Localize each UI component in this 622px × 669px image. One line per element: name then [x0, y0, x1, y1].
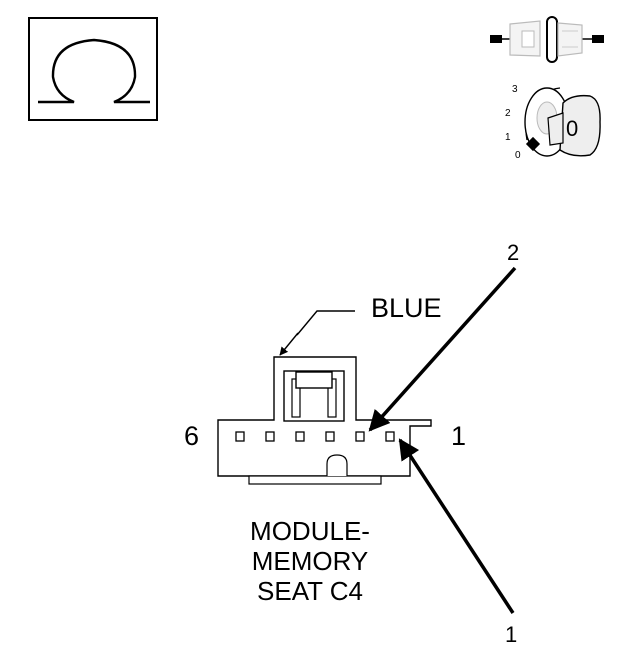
probe-arrow-lower: [398, 438, 515, 614]
probe-arrow-upper: [368, 266, 517, 432]
pin-cavity-6: [235, 431, 245, 442]
pin-cavities: [235, 431, 395, 442]
ignition-key-label: 0: [566, 116, 579, 141]
ohm-meter-icon: [28, 17, 158, 121]
connector-caption-line: MODULE-: [250, 516, 370, 546]
pin-cavity-1: [385, 431, 395, 442]
probe-label-lower: 1: [505, 622, 518, 647]
ignition-position-0: 0: [515, 150, 521, 161]
connector-color-label: BLUE: [371, 293, 442, 323]
ignition-position-2: 2: [505, 108, 511, 119]
connector-caption-line: SEAT C4: [257, 576, 363, 606]
ignition-switch-icon: [524, 87, 601, 157]
ignition-position-1: 1: [505, 132, 511, 143]
pin-cavity-3: [325, 431, 335, 442]
connector-caption-line: MEMORY: [251, 546, 369, 576]
connector-pin-label-left: 6: [184, 421, 200, 451]
color-label-leader: [279, 310, 355, 356]
pin-cavity-4: [295, 431, 305, 442]
disconnected-connector-icon: [490, 16, 604, 63]
probe-label-upper: 2: [507, 240, 520, 265]
pin-cavity-2: [355, 431, 365, 442]
pin-cavity-5: [265, 431, 275, 442]
connector-caption: MODULE- MEMORY SEAT C4: [200, 516, 420, 606]
ignition-position-3: 3: [512, 84, 518, 95]
connector-latch: [283, 370, 345, 422]
connector-pin-label-right: 1: [451, 421, 467, 451]
connector-body: [217, 356, 432, 485]
